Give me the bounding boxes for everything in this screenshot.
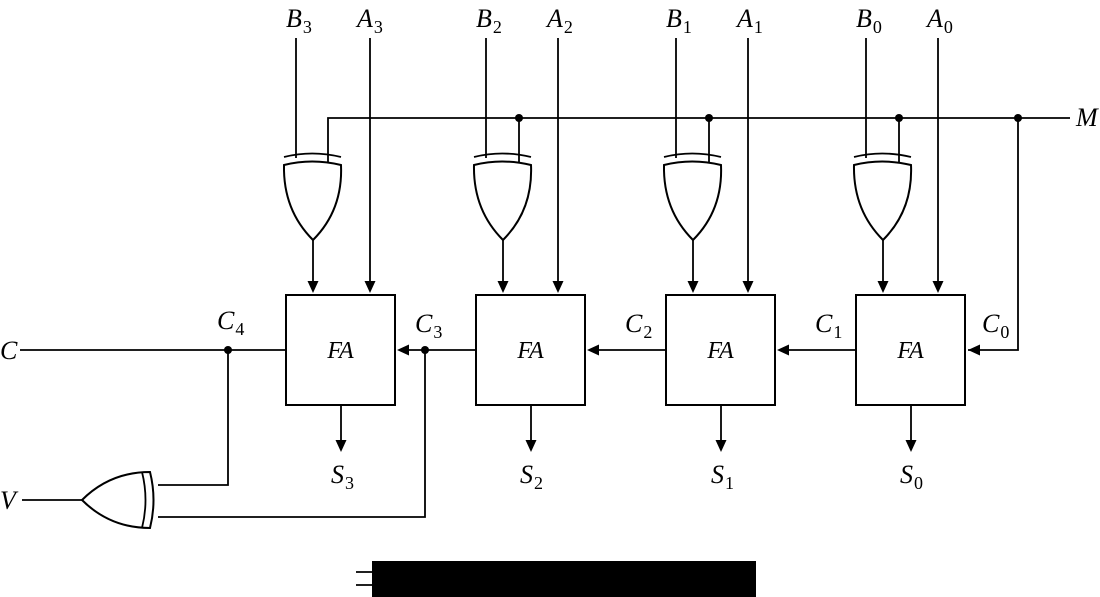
c3-arrowhead — [397, 344, 409, 356]
sum-label-s2: S2 — [520, 460, 543, 493]
c2-arrowhead — [587, 344, 599, 356]
s2-arrowhead — [525, 440, 537, 452]
xor-gate — [472, 152, 533, 242]
junction-dot — [705, 114, 713, 122]
mode-line — [327, 117, 1070, 165]
carry-label-c1: C1 — [815, 309, 842, 342]
carry-out-label: C — [0, 336, 18, 365]
carry-chain: C0 C1 C2 C3 C4 C — [0, 306, 1009, 365]
input-label-a0: A0 — [925, 4, 953, 37]
overflow-detection: V — [0, 350, 426, 530]
xor3-arrowhead — [307, 281, 319, 293]
input-label-a3: A3 — [355, 4, 383, 37]
xor-gate — [662, 152, 723, 242]
junction-dot — [895, 114, 903, 122]
input-label-b3: B3 — [286, 4, 312, 37]
carry-label-c4: C4 — [217, 306, 244, 339]
input-label-a2: A2 — [545, 4, 573, 37]
overflow-label: V — [0, 486, 19, 515]
input-label-b2: B2 — [476, 4, 502, 37]
s1-arrowhead — [715, 440, 727, 452]
mode-to-c0 — [968, 118, 1019, 351]
carry-label-c3: C3 — [415, 309, 442, 342]
xor0-arrowhead — [877, 281, 889, 293]
sum-label-s3: S3 — [331, 460, 354, 493]
c0-arrowhead — [968, 344, 980, 356]
carry-label-c0: C0 — [982, 309, 1009, 342]
input-label-b0: B0 — [856, 4, 882, 37]
redaction-bar — [356, 561, 756, 597]
stage-2: FA S2 — [472, 38, 586, 493]
full-adder-3 — [285, 294, 396, 406]
full-adder-2 — [475, 294, 586, 406]
junction-dot — [1014, 114, 1022, 122]
input-labels: B3 A3 B2 A2 B1 A1 B0 A0 M — [286, 4, 1099, 132]
xor-gate — [282, 152, 343, 242]
c1-arrowhead — [777, 344, 789, 356]
xor-gate — [852, 152, 913, 242]
carry-label-c2: C2 — [625, 309, 652, 342]
input-label-a1: A1 — [735, 4, 763, 37]
c4-to-overflow-wire — [158, 350, 229, 486]
stage-3: FA S3 — [282, 38, 396, 493]
stage-1: FA S1 — [662, 38, 776, 493]
xor2-arrowhead — [497, 281, 509, 293]
sum-label-s1: S1 — [711, 460, 734, 493]
a1-arrowhead — [742, 281, 754, 293]
full-adder-label: FA — [326, 338, 354, 364]
s0-arrowhead — [905, 440, 917, 452]
a2-arrowhead — [552, 281, 564, 293]
full-adder-label: FA — [896, 338, 924, 364]
s3-arrowhead — [335, 440, 347, 452]
stage-0: FA S0 — [852, 38, 966, 493]
xor1-arrowhead — [687, 281, 699, 293]
c3-to-overflow-wire — [158, 350, 426, 518]
full-adder-label: FA — [706, 338, 734, 364]
input-label-b1: B1 — [666, 4, 692, 37]
full-adder-label: FA — [516, 338, 544, 364]
junction-dot — [515, 114, 523, 122]
xor-gate — [80, 470, 155, 530]
mode-label: M — [1075, 103, 1099, 132]
mode-control-wiring — [327, 114, 1070, 356]
a0-arrowhead — [932, 281, 944, 293]
sum-label-s0: S0 — [900, 460, 923, 493]
a3-arrowhead — [364, 281, 376, 293]
